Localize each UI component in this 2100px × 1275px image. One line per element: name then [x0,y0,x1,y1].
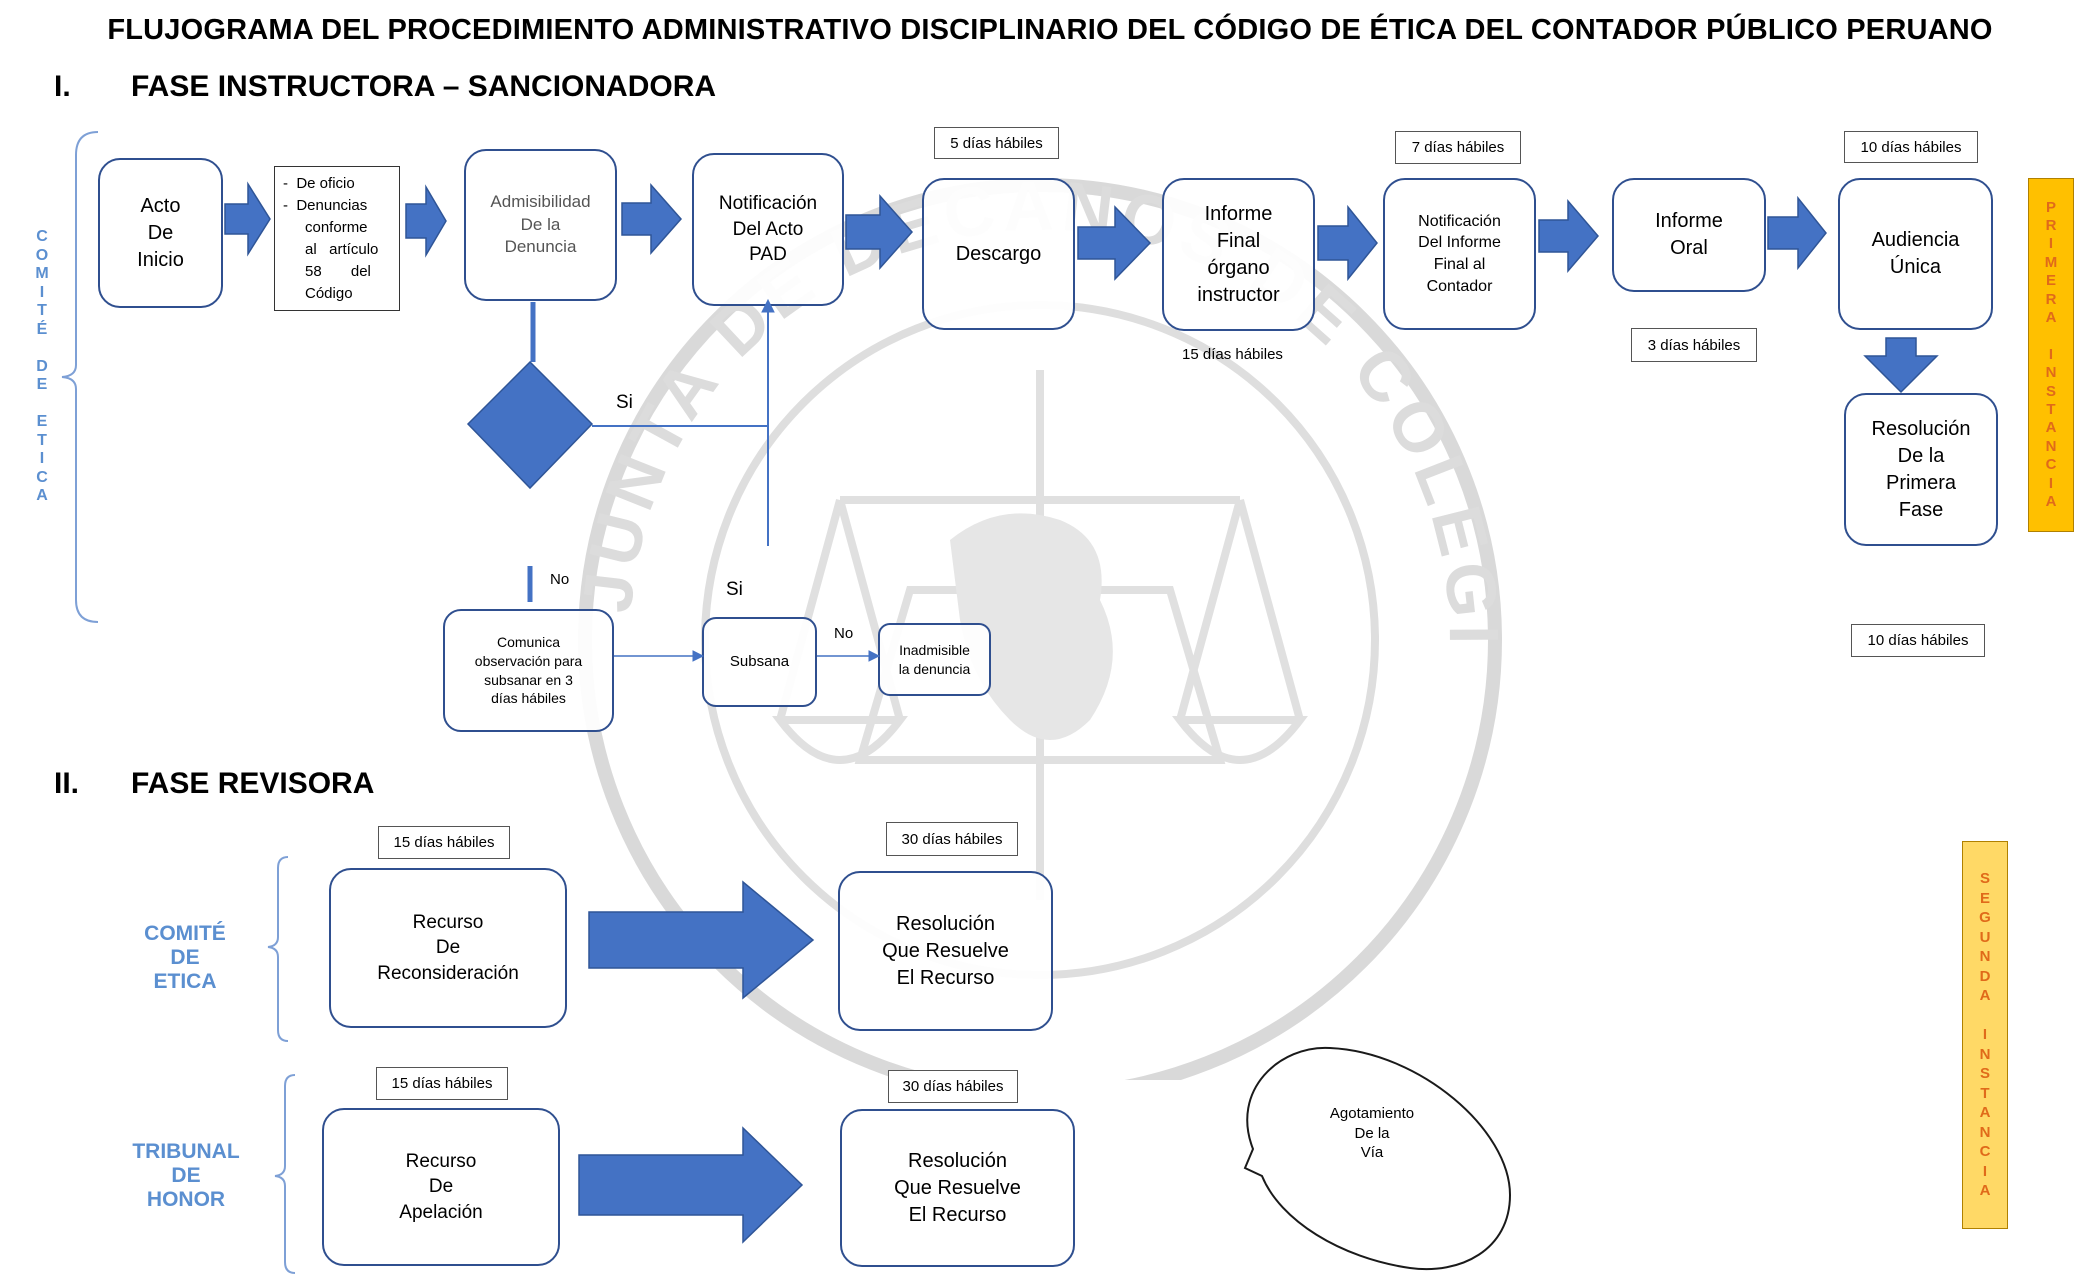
page-title: FLUJOGRAMA DEL PROCEDIMIENTO ADMINISTRAT… [107,14,1993,46]
segunda-instancia-bar: S E G U N D A I N S T A N C I A [1962,841,2008,1229]
informe-oral-box: Informe Oral [1612,178,1766,292]
arrow-right-icon [224,181,271,257]
notificacion-pad-box: Notificación Del Acto PAD [692,153,844,306]
section-i-heading: FASE INSTRUCTORA – SANCIONADORA [131,70,717,103]
notificacion-informe-box: Notificación Del Informe Final al Contad… [1383,178,1536,330]
acto-de-inicio-box: Acto De Inicio [98,158,223,308]
committee-brace [61,131,99,623]
subsana-no-label: No [834,625,854,642]
section-i-number: I. [54,70,71,103]
comunica-observacion-box: Comunica observación para subsanar en 3 … [443,609,614,732]
subsana-si-label: Si [726,579,743,600]
note-notificacion-informe-days: 7 días hábiles [1395,131,1521,164]
inadmisible-box: Inadmisible la denuncia [878,623,991,696]
primera-instancia-bar: P R I M E R A I N S T A N C I A [2028,178,2074,532]
origin-list-item: - Denuncias [283,197,368,214]
note-audiencia-days: 10 días hábiles [1844,131,1978,163]
recurso-apelacion-box: Recurso De Apelación [322,1108,560,1266]
committee-etica-vertical-label: C O M I T É D E E T I C A [35,228,49,504]
resolucion-recurso-2-box: Resolución Que Resuelve El Recurso [840,1109,1075,1267]
arrow-right-icon [621,183,683,255]
arrow-right-icon [1538,198,1599,274]
descargo-box: Descargo [922,178,1075,330]
resolucion-primera-fase-box: Resolución De la Primera Fase [1844,393,1998,546]
recurso-reconsideracion-box: Recurso De Reconsideración [329,868,567,1028]
agotamiento-via-text: Agotamiento De la Vía [1329,1105,1415,1161]
note-resuelve1-days: 30 días hábiles [886,822,1018,856]
subsana-box: Subsana [702,617,817,707]
arrow-right-icon [1317,204,1378,282]
note-apelacion-days: 15 días hábiles [376,1067,508,1100]
resolucion-recurso-1-box: Resolución Que Resuelve El Recurso [838,871,1053,1031]
note-reconsideracion-days: 15 días hábiles [378,826,510,859]
note-resolucion-days: 10 días hábiles [1851,624,1985,657]
callout-bubble [1243,1046,1512,1271]
note-resuelve2-days: 30 días hábiles [888,1070,1018,1103]
arrow-right-icon [578,1126,804,1244]
origin-list-item: - De oficio [283,175,355,192]
note-descargo-days: 5 días hábiles [934,127,1059,159]
arrow-down-icon [1863,337,1939,394]
comite-etica-label: COMITÉ DE ETICA [144,922,226,994]
decision-diamond [466,360,594,490]
segunda-instancia-label: S E G U N D A I N S T A N C I A [1979,870,1991,1200]
arrow-right-icon [405,184,447,258]
admisibilidad-box: Admisibilidad De la Denuncia [464,149,617,301]
section-ii-heading: FASE REVISORA [131,767,375,800]
arrow-right-icon [1077,205,1152,281]
tribunal-honor-label: TRIBUNAL DE HONOR [132,1140,240,1212]
informe-final-box: Informe Final órgano instructor [1162,178,1315,331]
audiencia-unica-box: Audiencia Única [1838,178,1993,330]
origin-list-box: - De oficio - Denuncias conforme al artí… [274,166,400,311]
note-informe-oral-days: 3 días hábiles [1631,328,1757,362]
arrow-right-icon [1767,195,1827,271]
arrow-right-icon [588,880,815,1000]
section-ii-number: II. [54,767,80,800]
decision-no-label: No [550,571,570,588]
note-informe-final-days: 15 días hábiles [1182,346,1283,363]
primera-instancia-label: P R I M E R A I N S T A N C I A [2044,198,2058,511]
arrow-right-icon [845,194,914,270]
decision-si-label: Si [616,392,633,413]
